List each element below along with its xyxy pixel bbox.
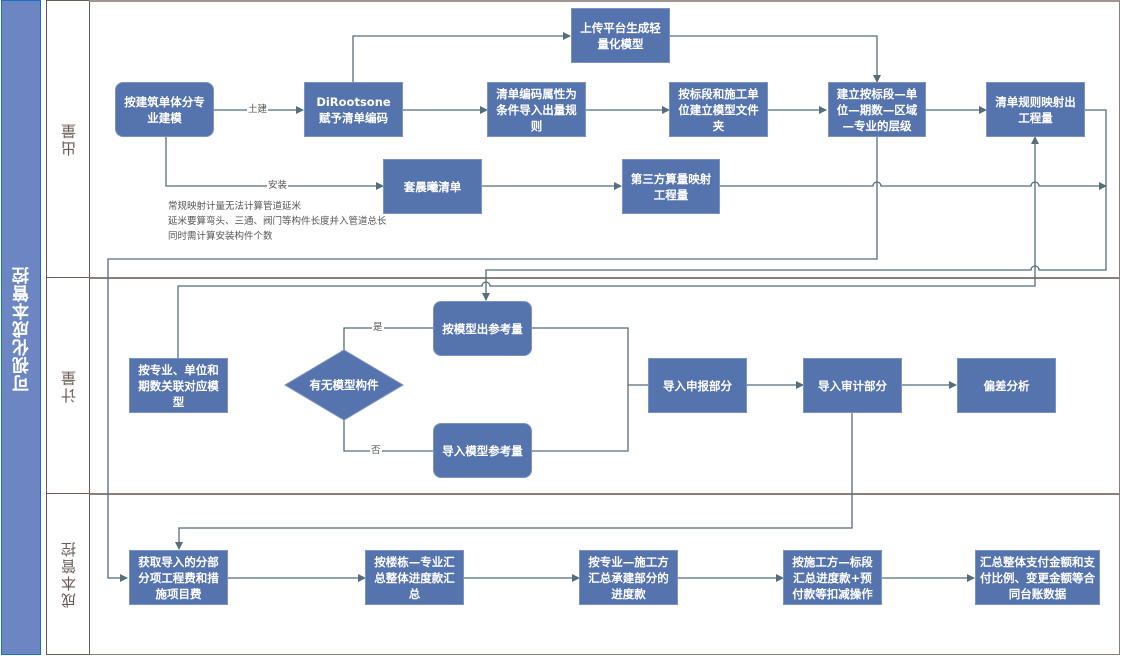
edge-third-to-right [720, 181, 1107, 190]
node-text: 按专业—施工方汇总承建部分的进度款 [588, 554, 669, 601]
node-import-rules[interactable]: 清单编码属性为条件导入出量规则 [487, 82, 586, 137]
lane-header-output: 出量 [46, 0, 90, 278]
node-text: 建立按标段—单位—期数—区域—专业的层级 [836, 86, 918, 133]
edge-label-install: 安装 [267, 180, 289, 191]
diagram-title-bar: 可视化成本管控 [1, 0, 41, 655]
edge-upload-to-hierarchy [670, 35, 881, 83]
node-import-audit[interactable]: 导入审计部分 [803, 358, 902, 413]
node-associate-model[interactable]: 按专业、单位和期数关联对应模型 [129, 358, 228, 413]
node-model-folders[interactable]: 按标段和施工单位建立模型文件夹 [669, 82, 768, 137]
node-text: 导入审计部分 [818, 378, 887, 393]
edge-audit-to-cost [175, 413, 853, 550]
edge-hierarchy-down [107, 137, 878, 582]
note-line: 常规映射计量无法计算管道延米 [168, 201, 302, 212]
node-text: DiRootsone 赋予清单编码 [316, 94, 391, 125]
edge-yes [343, 327, 433, 350]
node-summary-payment[interactable]: 汇总整体支付金额和支付比例、变更金额等合同台账数据 [975, 550, 1100, 605]
edge-install [165, 137, 384, 190]
edge-map-out [482, 109, 1107, 301]
note-line: 延米要算弯头、三通、阀门等构件长度并入管道总长 [168, 216, 387, 227]
node-text: 按建筑单体分专业建模 [124, 94, 205, 125]
edge-ref-merge [532, 327, 629, 452]
node-text: 按专业、单位和期数关联对应模型 [138, 362, 219, 409]
node-text: 获取导入的分部分项工程费和措施项目费 [138, 554, 219, 601]
node-map-quantities[interactable]: 清单规则映射出工程量 [986, 82, 1085, 137]
node-summary-section[interactable]: 按施工方—标段汇总进度款+预付款等扣减操作 [783, 550, 882, 605]
node-text: 按标段和施工单位建立模型文件夹 [678, 86, 759, 133]
node-text: 清单规则映射出工程量 [995, 94, 1076, 125]
node-import-reference[interactable]: 导入模型参考量 [433, 423, 532, 478]
edge-label-yes: 是 [372, 322, 384, 333]
edge-label-no: 否 [370, 445, 382, 456]
node-import-declared[interactable]: 导入申报部分 [648, 358, 747, 413]
node-text: 导入申报部分 [663, 378, 732, 393]
node-upload-lightweight[interactable]: 上传平台生成轻量化模型 [571, 8, 670, 63]
node-text: 按模型出参考量 [442, 321, 523, 336]
install-note: 常规映射计量无法计算管道延米 延米要算弯头、三通、阀门等构件长度并入管道总长 同… [168, 199, 387, 244]
node-text: 按楼栋—专业汇总整体进度款汇总 [374, 554, 455, 601]
decision-diamond [284, 349, 404, 421]
edge-label-civil: 土建 [247, 104, 269, 115]
edge-up-to-map [177, 136, 1039, 377]
node-get-fees[interactable]: 获取导入的分部分项工程费和措施项目费 [129, 550, 228, 605]
node-text: 套晨曦清单 [403, 179, 462, 194]
node-text: 偏差分析 [983, 378, 1030, 393]
node-model-by-discipline[interactable]: 按建筑单体分专业建模 [115, 82, 214, 137]
node-text: 汇总整体支付金额和支付比例、变更金额等合同台账数据 [980, 554, 1095, 601]
node-text: 按施工方—标段汇总进度款+预付款等扣减操作 [792, 554, 873, 601]
node-summary-building[interactable]: 按楼栋—专业汇总整体进度款汇总 [365, 550, 464, 605]
node-dirootsone-code[interactable]: DiRootsone 赋予清单编码 [304, 82, 403, 137]
node-text: 上传平台生成轻量化模型 [580, 20, 661, 51]
node-model-reference[interactable]: 按模型出参考量 [433, 301, 532, 356]
note-line: 同时需计算安装构件个数 [168, 231, 273, 242]
node-hierarchy[interactable]: 建立按标段—单位—期数—区域—专业的层级 [828, 82, 926, 137]
node-text: 导入模型参考量 [442, 443, 523, 458]
edge-no [343, 420, 433, 452]
node-summary-contractor[interactable]: 按专业—施工方汇总承建部分的进度款 [579, 550, 678, 605]
node-text: 有无模型构件 [309, 378, 379, 392]
node-apply-list[interactable]: 套晨曦清单 [383, 159, 482, 214]
node-text: 清单编码属性为条件导入出量规则 [496, 86, 577, 133]
node-deviation[interactable]: 偏差分析 [957, 358, 1056, 413]
node-text: 第三方算量映射工程量 [630, 171, 712, 202]
node-third-party[interactable]: 第三方算量映射工程量 [622, 159, 720, 214]
node-has-components[interactable]: 有无模型构件 [285, 370, 403, 400]
edge-code-to-upload [352, 32, 571, 82]
